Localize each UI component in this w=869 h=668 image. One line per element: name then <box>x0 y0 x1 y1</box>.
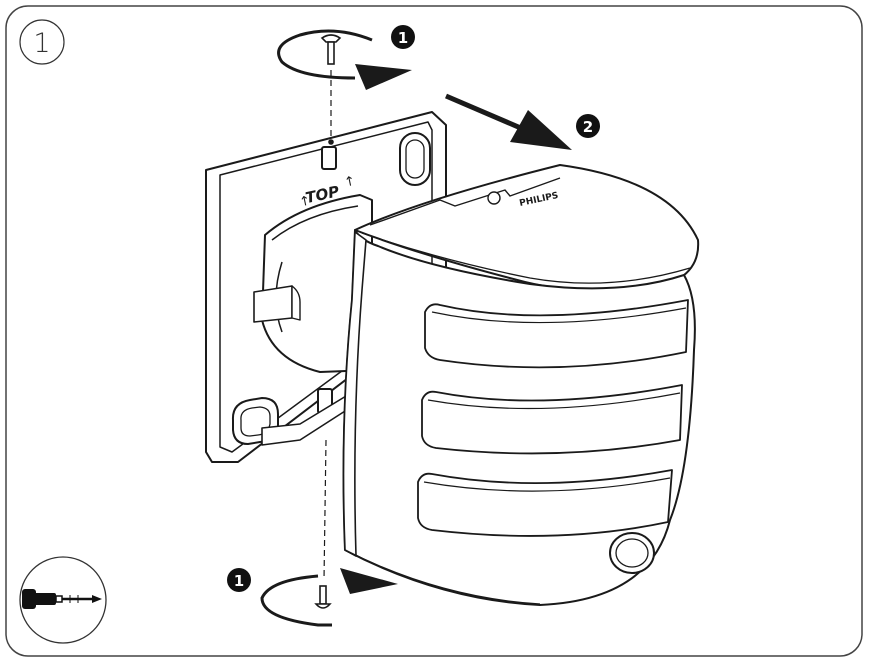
top-arrow-right-icon: ↑ <box>343 174 357 191</box>
tool-badge <box>19 556 107 644</box>
step-number-badge: 1 <box>19 19 65 65</box>
rotate-arrow-top-icon <box>277 29 412 90</box>
sensor-housing <box>342 164 700 606</box>
step-marker-label: 1 <box>398 29 408 47</box>
step-marker-2: 2 <box>576 114 600 138</box>
top-screw <box>320 34 342 145</box>
rotate-arrow-bottom-icon <box>260 568 398 627</box>
step-marker-label: 1 <box>234 572 244 590</box>
step-marker-1-bottom: 1 <box>227 568 251 592</box>
bottom-screw <box>314 439 332 609</box>
step-marker-1-top: 1 <box>391 25 415 49</box>
mounting-plate <box>205 111 447 463</box>
top-arrow-left-icon: ↑ <box>298 193 312 210</box>
slide-arrow-icon <box>445 93 572 150</box>
step-number: 1 <box>33 28 50 59</box>
step-marker-label: 2 <box>583 118 593 136</box>
screwdriver-icon <box>22 589 102 609</box>
